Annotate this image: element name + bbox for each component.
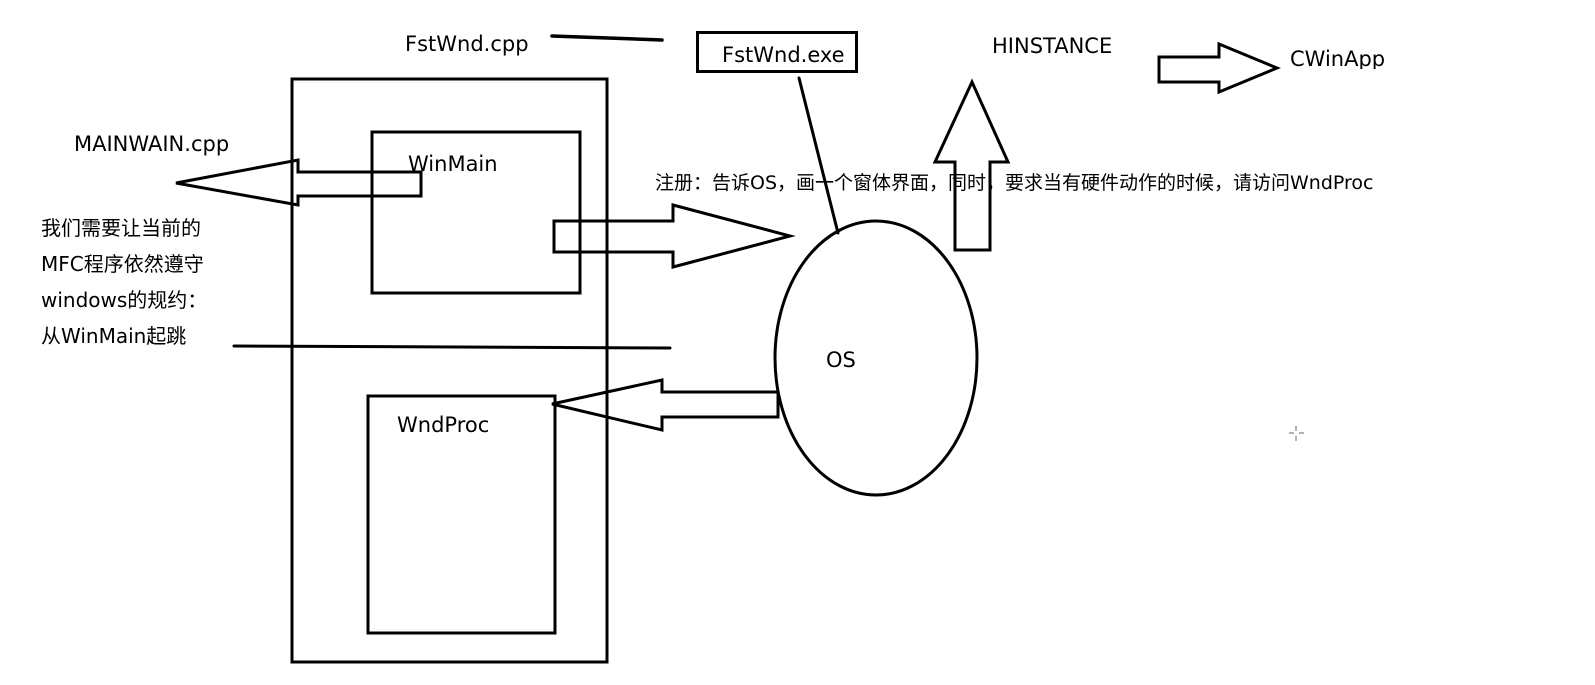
wndproc-box [366, 394, 557, 635]
side-note-line-1: 我们需要让当前的 [41, 216, 201, 240]
side-note-line-4: 从WinMain起跳 [41, 324, 187, 348]
os-label: OS [826, 348, 856, 372]
arrow-hinstance-to-cwinapp [1157, 41, 1281, 95]
divider-line [232, 344, 672, 350]
wndproc-label: WndProc [397, 413, 490, 437]
side-note: 我们需要让当前的 MFC程序依然遵守 windows的规约： 从WinMain起… [41, 210, 207, 354]
arrow-os-to-hinstance [932, 78, 1011, 252]
arrow-os-to-wndproc [551, 378, 780, 432]
winmain-box [370, 130, 582, 295]
hinstance-label: HINSTANCE [992, 34, 1113, 58]
side-note-line-3: windows的规约： [41, 288, 208, 312]
side-note-line-2: MFC程序依然遵守 [41, 252, 204, 276]
connector-cpp-to-exe [550, 34, 664, 42]
program-box [290, 77, 609, 664]
os-ellipse [773, 219, 979, 497]
fstwnd-cpp-label: FstWnd.cpp [405, 32, 529, 56]
arrow-winmain-to-os [552, 203, 796, 269]
winmain-label: WinMain [408, 152, 498, 176]
cwinapp-label: CWinApp [1290, 49, 1386, 69]
arrow-winmain-to-mainwain [175, 158, 423, 207]
fstwnd-exe-box [696, 31, 858, 73]
mainwain-cpp-label: MAINWAIN.cpp [74, 132, 230, 156]
register-note: 注册：告诉OS，画一个窗体界面，同时，要求当有硬件动作的时候，请访问WndPro… [655, 172, 1374, 194]
cursor-crosshair-icon [1289, 426, 1304, 441]
connector-exe-to-os [797, 76, 840, 235]
fstwnd-exe-label: FstWnd.exe [722, 43, 845, 67]
